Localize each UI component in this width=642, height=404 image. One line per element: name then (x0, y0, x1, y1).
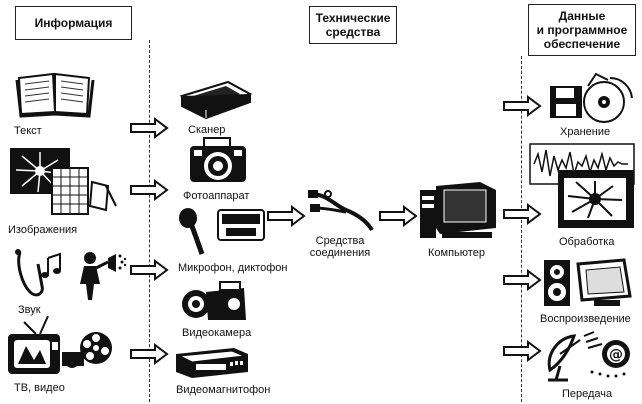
device-microphone-label: Микрофон, диктофон (178, 262, 288, 274)
images-icon (10, 148, 117, 215)
transmission-satellite-icon: @ (547, 331, 630, 382)
device-videocamera-label: Видеокамера (182, 327, 252, 339)
header-information: Информация (15, 6, 132, 40)
photo-camera-icon (190, 137, 246, 182)
header-technical-means-label: Технические средства (315, 11, 391, 39)
operation-processing-label: Обработка (559, 236, 615, 248)
arrow-devices-to-connection (267, 205, 306, 227)
storage-disks-icon (550, 72, 633, 123)
operation-storage-label: Хранение (560, 126, 611, 138)
arrow-to-transmission (503, 340, 542, 362)
device-scanner-label: Сканер (188, 124, 226, 136)
operation-playback-label: Воспроизведение (540, 313, 631, 325)
info-tv-video-label: ТВ, видео (14, 382, 65, 394)
info-sound-label: Звук (18, 304, 41, 316)
videocamera-icon (182, 281, 246, 320)
header-data-software: Данные и программное обеспечение (528, 4, 636, 56)
svg-text:@: @ (609, 347, 623, 363)
device-camera-label: Фотоаппарат (183, 190, 250, 202)
arrow-info-to-camera (130, 179, 169, 201)
arrow-info-to-scanner (130, 117, 169, 139)
scanner-icon (179, 80, 253, 120)
processing-editor-icon (529, 143, 635, 228)
computer-label: Компьютер (428, 247, 485, 259)
playback-speakers-icon (544, 258, 632, 306)
connection-label: Средства соединения (309, 235, 371, 259)
arrow-info-to-vcr (130, 343, 169, 365)
device-vcr-label: Видеомагнитофон (176, 384, 271, 396)
arrow-connection-to-computer (379, 205, 418, 227)
info-text-label: Текст (14, 125, 42, 137)
microphone-dictaphone-icon (179, 208, 265, 255)
separator-right (521, 56, 522, 402)
arrow-to-storage (503, 95, 542, 117)
separator-left (149, 40, 150, 402)
arrow-to-playback (503, 269, 542, 291)
arrow-info-to-microphone (130, 259, 169, 281)
arrow-to-processing (503, 203, 542, 225)
operation-transmission-label: Передача (562, 388, 613, 400)
computer-icon (420, 182, 496, 238)
header-data-software-label: Данные и программное обеспечение (536, 9, 628, 51)
info-images-label: Изображения (8, 224, 78, 236)
cables-icon (308, 190, 374, 232)
vcr-icon (176, 348, 248, 378)
tv-video-icon (8, 315, 112, 374)
sound-icon (15, 249, 127, 300)
header-information-label: Информация (34, 16, 113, 30)
header-technical-means: Технические средства (309, 6, 397, 44)
book-icon (15, 72, 95, 118)
